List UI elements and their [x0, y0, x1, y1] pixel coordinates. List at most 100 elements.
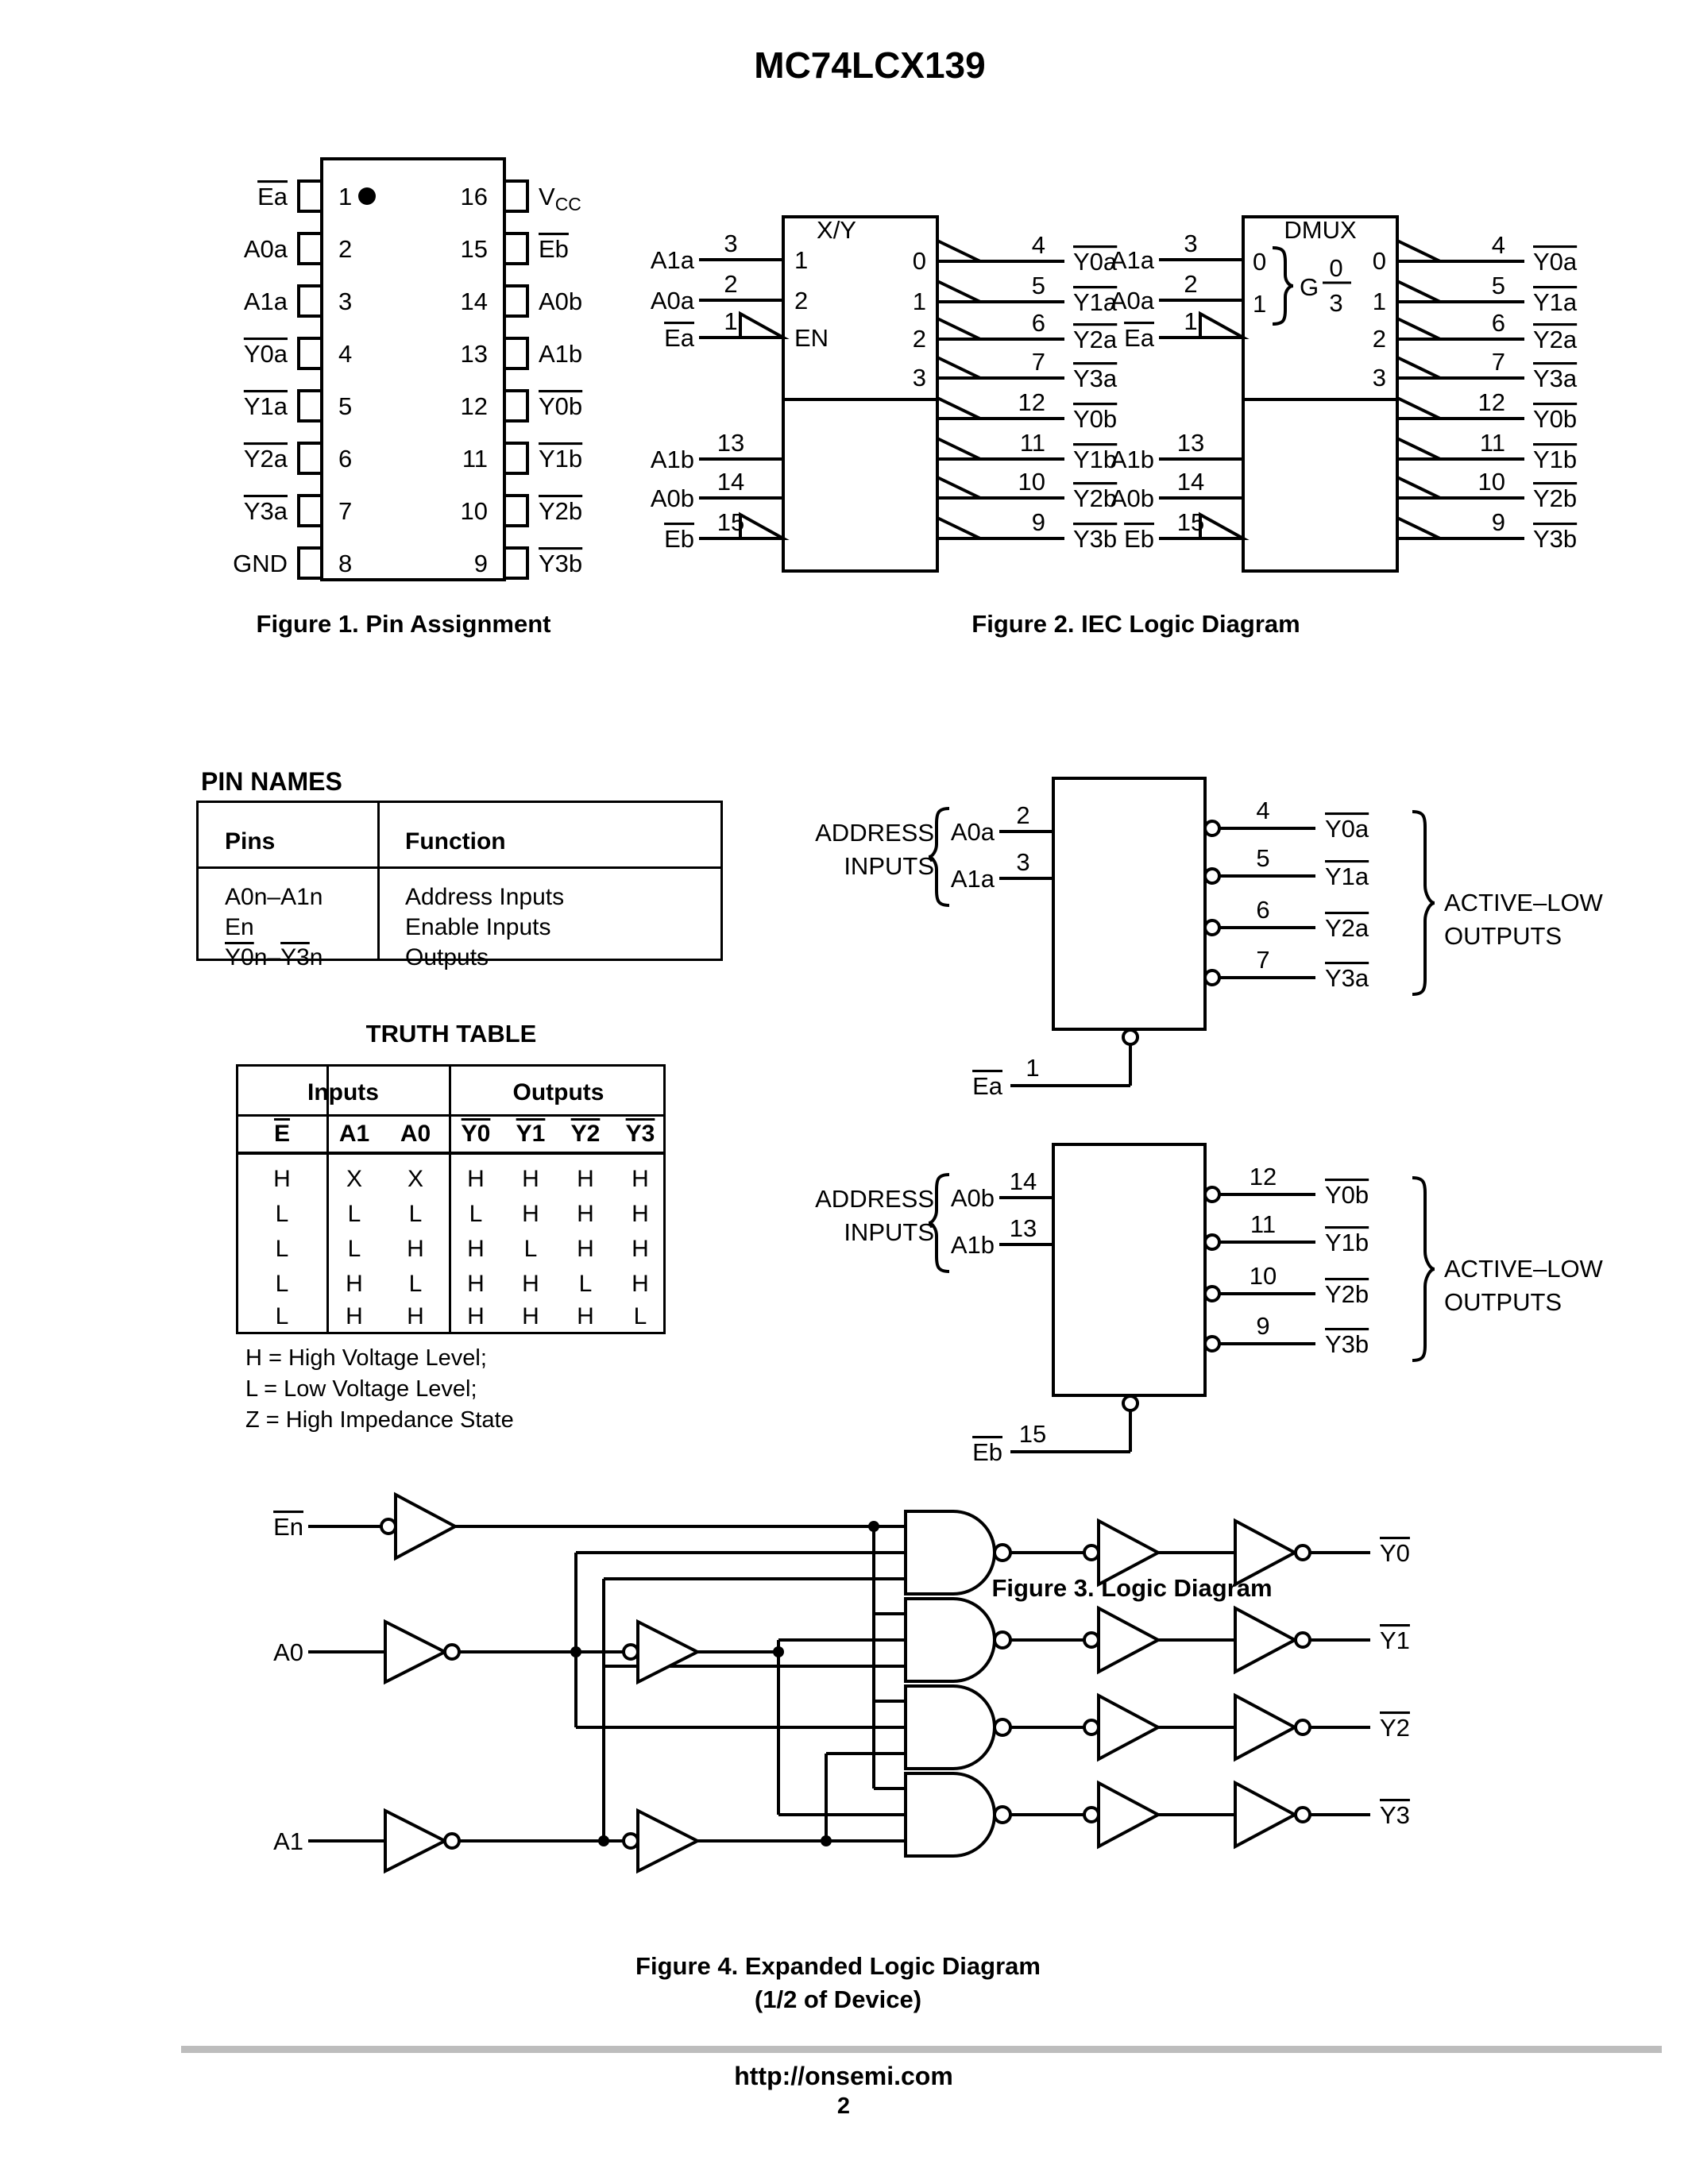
pin-label: Y0a — [244, 340, 288, 368]
table-cell: H — [577, 1166, 594, 1192]
pin-number: 2 — [338, 235, 352, 263]
iec-block1-input-wires — [699, 258, 790, 540]
table-cell: L — [408, 1201, 423, 1227]
iec-block2 — [1242, 215, 1399, 573]
signal-label: Y2b — [1073, 484, 1117, 512]
pin-label: Y0b — [539, 392, 582, 420]
pin-number: 2 — [1184, 270, 1197, 298]
iec-block2-output-labels: Y0a Y1a Y2a Y3a Y0b Y1b Y2b Y3b — [1533, 248, 1578, 553]
truth-table-note: L = Low Voltage Level; — [245, 1376, 477, 1402]
table-cell: L — [347, 1236, 361, 1262]
address-inputs-brace — [928, 807, 950, 907]
inverter-triangle — [384, 1619, 449, 1685]
footer-url[interactable]: http://onsemi.com — [734, 2062, 953, 2090]
table-cell: H — [346, 1303, 363, 1329]
truth-table: Inputs Outputs E A1 A0 Y0 Y1 Y2 Y3 H X X… — [236, 1064, 666, 1334]
pin-number: 13 — [717, 429, 744, 457]
iec-block2-title: DMUX — [1284, 216, 1357, 244]
table-cell: H — [632, 1166, 649, 1192]
signal-label: Eb — [664, 525, 694, 553]
iec-internal-label: 1 — [1373, 287, 1386, 315]
pin-number: 14 — [717, 468, 744, 496]
signal-label: Y2a — [1533, 326, 1578, 353]
truth-table-note: Z = High Impedance State — [245, 1407, 514, 1433]
pin-label: Y2b — [539, 497, 582, 525]
table-cell: X — [346, 1166, 363, 1192]
iec-block2-output-wires — [1396, 239, 1524, 540]
iec-internal-label: EN — [794, 324, 829, 352]
signal-label: A1 — [273, 1827, 303, 1855]
iec-internal-label: 3 — [1373, 364, 1386, 392]
pin-number: 4 — [1256, 797, 1269, 824]
pin-number: 7 — [1256, 946, 1269, 974]
pin-label: Y3b — [539, 550, 582, 577]
signal-label: Eb — [1124, 525, 1154, 553]
pin-label: Ea — [257, 183, 288, 210]
iec-block1 — [782, 215, 939, 573]
pin-number: 1 — [1184, 307, 1197, 335]
table-cell: H — [273, 1166, 291, 1192]
signal-label: A0 — [273, 1638, 303, 1666]
inverter-bubble — [1294, 1806, 1311, 1823]
decoder-block — [1052, 777, 1207, 1031]
buffer-triangle — [1097, 1605, 1162, 1675]
signal-label: Y0b — [1073, 405, 1117, 433]
signal-label: Y2b — [1325, 1280, 1369, 1308]
iec-block2-input-labels: A1a A0a Ea A1b A0b Eb — [1111, 246, 1155, 553]
block2-pin-numbers: 14 13 12 11 10 9 15 — [1010, 1163, 1277, 1448]
iec-internal-label: 0 — [1253, 248, 1266, 276]
inverter-bubble — [622, 1643, 639, 1661]
signal-label: Y3 — [1380, 1801, 1410, 1829]
pin-number: 3 — [724, 230, 737, 257]
table-cell: Enable Inputs — [405, 914, 551, 940]
table-cell: Address Inputs — [405, 884, 565, 910]
right-pin-numbers: 16 15 14 13 12 11 10 9 — [461, 183, 488, 577]
dmux-g-num: 0 — [1329, 254, 1342, 282]
inverter-bubble — [443, 1643, 461, 1661]
iec-block1-output-labels: Y0a Y1a Y2a Y3a Y0b Y1b Y2b Y3b — [1073, 248, 1118, 553]
dmux-g-den: 3 — [1329, 289, 1342, 317]
pin-number: 16 — [461, 183, 488, 210]
iec-internal-label: 0 — [913, 247, 926, 275]
table-cell: H — [522, 1303, 539, 1329]
pin-number: 13 — [1010, 1214, 1037, 1242]
address-inputs-label: ADDRESS — [815, 819, 934, 847]
dmux-select-brace — [1272, 246, 1294, 326]
table-cell: H — [467, 1303, 485, 1329]
signal-label: A0a — [951, 818, 995, 846]
pin-number: 7 — [338, 497, 352, 525]
buffer-triangle — [1097, 1780, 1162, 1850]
signal-label: Y1a — [1325, 862, 1369, 890]
inverter-bubble — [1083, 1806, 1100, 1823]
address-inputs-brace — [928, 1173, 950, 1273]
signal-label: A0b — [651, 484, 694, 512]
group-header: Inputs — [307, 1079, 379, 1106]
column-header: A0 — [400, 1121, 431, 1147]
buffer-triangle — [394, 1491, 459, 1561]
figure4-expanded-logic: En A0 A1 Y0 Y1 Y2 Y3 — [273, 1491, 1410, 1874]
buffer-triangle — [1097, 1692, 1162, 1762]
left-pin-numbers: 1 2 3 4 5 6 7 8 — [338, 183, 352, 577]
figure4-caption-line1: Figure 4. Expanded Logic Diagram — [635, 1952, 1041, 1980]
pin-names-heading: PIN NAMES — [201, 767, 342, 796]
table-cell: H — [407, 1303, 424, 1329]
pin-label: Y3a — [244, 497, 288, 525]
table-cell: L — [408, 1271, 423, 1297]
address-inputs-label: INPUTS — [844, 1218, 934, 1246]
pin-number: 1 — [1026, 1054, 1039, 1082]
iec-internal-label: 0 — [1373, 247, 1386, 275]
table-cell: H — [577, 1303, 594, 1329]
pin-number: 9 — [1032, 508, 1045, 536]
nand-bubble — [993, 1543, 1012, 1562]
table-cell: Outputs — [405, 944, 489, 970]
pin-label: Y1b — [539, 445, 582, 473]
iec-block2-input-pins: 3 2 1 13 14 15 — [1177, 230, 1204, 536]
iec-block2-output-pins: 4 5 6 7 12 11 10 9 — [1478, 231, 1505, 536]
pin-label: A0b — [539, 287, 582, 315]
nand-bubble — [993, 1718, 1012, 1737]
block2-wires — [999, 1193, 1315, 1453]
signal-label: A1b — [951, 1231, 995, 1259]
iec-internal-label: 1 — [913, 287, 926, 315]
pin-number: 7 — [1492, 348, 1505, 376]
pin-number: 8 — [338, 550, 352, 577]
